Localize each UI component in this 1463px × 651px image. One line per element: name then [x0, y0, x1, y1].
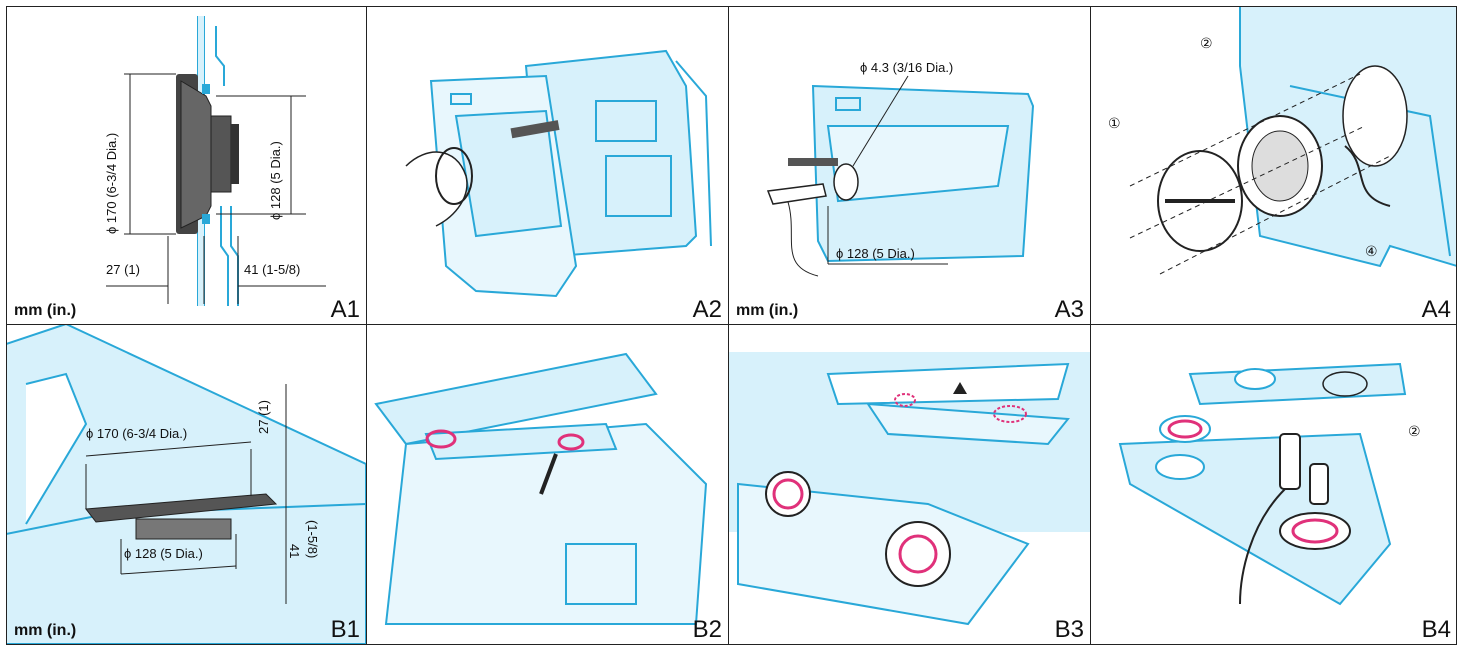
a3-panel-label: A3	[1054, 296, 1084, 323]
b1-unit-label: mm (in.)	[14, 622, 77, 639]
frame-left	[6, 6, 7, 645]
b1-inner-diameter: ϕ 128 (5 Dia.)	[124, 546, 203, 561]
a3-hole-diameter: ϕ 4.3 (3/16 Dia.)	[860, 60, 954, 75]
frame-col-3	[1090, 6, 1091, 645]
a1-panel-label: A1	[330, 296, 360, 323]
panel-a4: ① ② ④ A4	[1090, 6, 1457, 324]
a3-drawing	[766, 75, 1035, 277]
b2-drawing	[374, 352, 708, 625]
b1-back-depth-b: (1-5/8)	[305, 520, 320, 559]
frame-bottom	[6, 644, 1457, 645]
b4-panel-label: B4	[1421, 616, 1451, 643]
frame-right	[1456, 6, 1457, 645]
a4-callout-2: ②	[1200, 36, 1213, 52]
panel-b1: ϕ 170 (6-3/4 Dia.) ϕ 128 (5 Dia.) 27 (1)…	[6, 324, 366, 644]
a1-back-depth: 41 (1-5/8)	[244, 262, 301, 277]
b1-outer-diameter: ϕ 170 (6-3/4 Dia.)	[86, 426, 188, 441]
b2-panel-label: B2	[692, 616, 722, 643]
a1-outer-diameter: ϕ 170 (6-3/4 Dia.)	[104, 132, 119, 234]
b1-front-depth: 27 (1)	[256, 400, 271, 434]
panel-a2: A2	[366, 6, 728, 324]
a2-drawing	[405, 49, 712, 298]
b4-callout-2: ②	[1408, 424, 1421, 440]
frame-top	[6, 6, 1457, 7]
a4-panel-label: A4	[1421, 296, 1451, 323]
a3-unit-label: mm (in.)	[736, 302, 799, 319]
b1-panel-label: B1	[330, 616, 360, 643]
a1-front-depth: 27 (1)	[106, 262, 140, 277]
b4-drawing	[1118, 362, 1407, 606]
a4-callout-4: ④	[1365, 244, 1378, 260]
b3-drawing	[728, 352, 1090, 626]
panel-b3: B3	[728, 324, 1090, 644]
panel-b4: ② B4	[1090, 324, 1457, 644]
a4-drawing	[1129, 6, 1457, 275]
a1-inner-diameter: ϕ 128 (5 Dia.)	[268, 141, 283, 220]
frame-col-2	[728, 6, 729, 645]
b3-panel-label: B3	[1054, 616, 1084, 643]
a2-panel-label: A2	[692, 296, 722, 323]
panel-a1: ϕ 170 (6-3/4 Dia.) ϕ 128 (5 Dia.) 27 (1)…	[6, 6, 366, 324]
panel-b2: B2	[366, 324, 728, 644]
a1-drawing	[106, 16, 326, 306]
a3-cutout-diameter: ϕ 128 (5 Dia.)	[836, 246, 915, 261]
b1-back-depth-a: 41	[287, 544, 302, 559]
frame-middle	[6, 324, 1457, 325]
frame-col-1	[366, 6, 367, 645]
b1-drawing	[6, 324, 366, 644]
a4-callout-1: ①	[1108, 116, 1121, 132]
panel-a3: ϕ 4.3 (3/16 Dia.) ϕ 128 (5 Dia.) mm (in.…	[728, 6, 1090, 324]
a1-unit-label: mm (in.)	[14, 302, 77, 319]
